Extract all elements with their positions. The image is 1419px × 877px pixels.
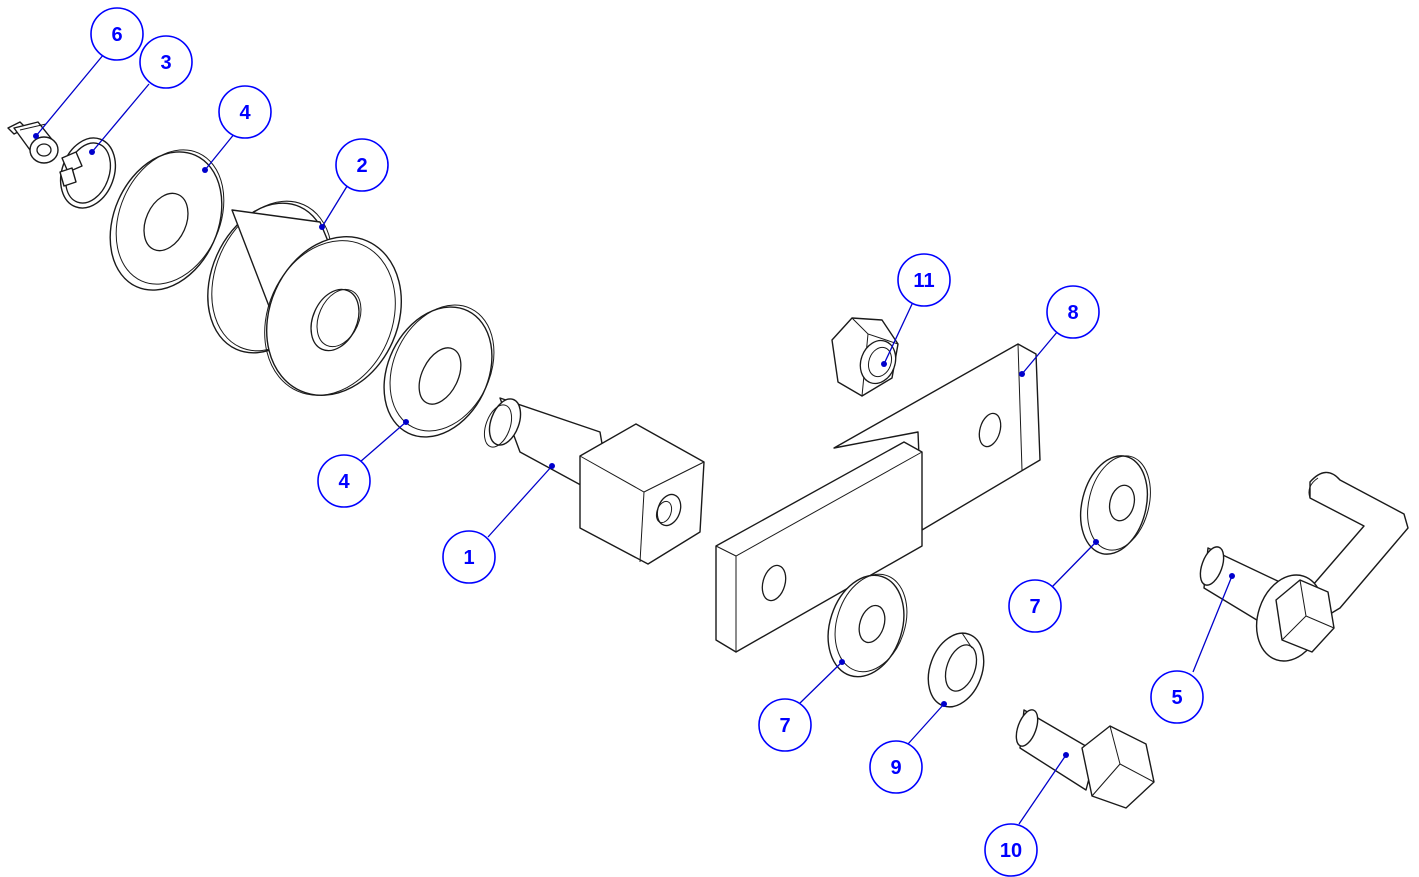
balloon-8: 8: [1046, 285, 1100, 339]
balloon-2: 2: [335, 138, 389, 192]
anchor-4-lower: [403, 419, 409, 425]
flat-washer-part-lower: [827, 573, 908, 678]
leader-lines: [35, 53, 1233, 825]
anchor-6: [33, 133, 39, 139]
balloon-4-upper-label: 4: [239, 102, 251, 124]
washer-part-upper: [109, 149, 225, 291]
leader-3: [91, 83, 150, 153]
anchor-7-lower: [839, 659, 845, 665]
washer-part-lower: [383, 304, 495, 438]
balloon-9: 9: [869, 740, 923, 794]
leader-11: [883, 301, 914, 365]
anchor-1: [549, 463, 555, 469]
leader-4-upper: [204, 132, 236, 171]
leader-10: [1018, 754, 1067, 825]
axle-block-part: [483, 397, 705, 565]
handle-pin-part: [1199, 471, 1409, 662]
balloon-7-right: 7: [1008, 579, 1062, 633]
anchor-8: [1019, 371, 1025, 377]
lock-nut-part: [831, 317, 899, 397]
leader-6: [35, 53, 105, 137]
balloon-7-right-label: 7: [1029, 596, 1040, 618]
balloon-11-label: 11: [913, 270, 934, 292]
roller-spool-part: [207, 200, 403, 397]
anchor-3: [89, 149, 95, 155]
leader-9: [907, 703, 945, 745]
balloon-3-label: 3: [160, 52, 171, 74]
mounting-plate-part: [715, 343, 1041, 653]
balloon-4-upper: 4: [218, 85, 272, 139]
leader-5: [1192, 575, 1233, 673]
anchor-7-right: [1093, 539, 1099, 545]
balloon-10-label: 10: [1000, 840, 1022, 862]
balloon-6-label: 6: [111, 24, 122, 46]
balloon-2-label: 2: [356, 155, 367, 177]
anchor-9: [941, 701, 947, 707]
grease-fitting-part: [7, 121, 59, 164]
balloon-5: 5: [1150, 670, 1204, 724]
leader-7-right: [1050, 541, 1097, 589]
leader-2: [321, 182, 350, 228]
retaining-ring-part: [59, 137, 117, 209]
balloon-6: 6: [90, 7, 144, 61]
leader-8: [1021, 330, 1059, 375]
balloon-7-lower: 7: [758, 698, 812, 752]
balloon-8-label: 8: [1067, 302, 1078, 324]
balloon-1: 1: [442, 530, 496, 584]
lock-washer-part: [927, 632, 985, 708]
balloon-11: 11: [897, 253, 951, 307]
leader-7-lower: [797, 661, 843, 706]
leader-anchor-dots: [33, 133, 1235, 758]
balloon-3: 3: [139, 35, 193, 89]
anchor-5: [1229, 573, 1235, 579]
anchor-2: [319, 224, 325, 230]
balloon-9-label: 9: [890, 757, 901, 779]
balloon-4-lower-label: 4: [338, 471, 350, 493]
leader-1: [487, 465, 553, 538]
anchor-11: [881, 361, 887, 367]
balloon-5-label: 5: [1171, 687, 1182, 709]
balloon-4-lower: 4: [317, 454, 371, 508]
balloon-1-label: 1: [463, 547, 474, 569]
flat-washer-part-right: [1079, 455, 1151, 555]
hex-bolt-part: [1015, 709, 1155, 809]
anchor-4-upper: [202, 167, 208, 173]
balloon-10: 10: [984, 823, 1038, 877]
balloon-7-lower-label: 7: [779, 715, 790, 737]
anchor-10: [1063, 752, 1069, 758]
leader-4-lower: [359, 421, 407, 463]
